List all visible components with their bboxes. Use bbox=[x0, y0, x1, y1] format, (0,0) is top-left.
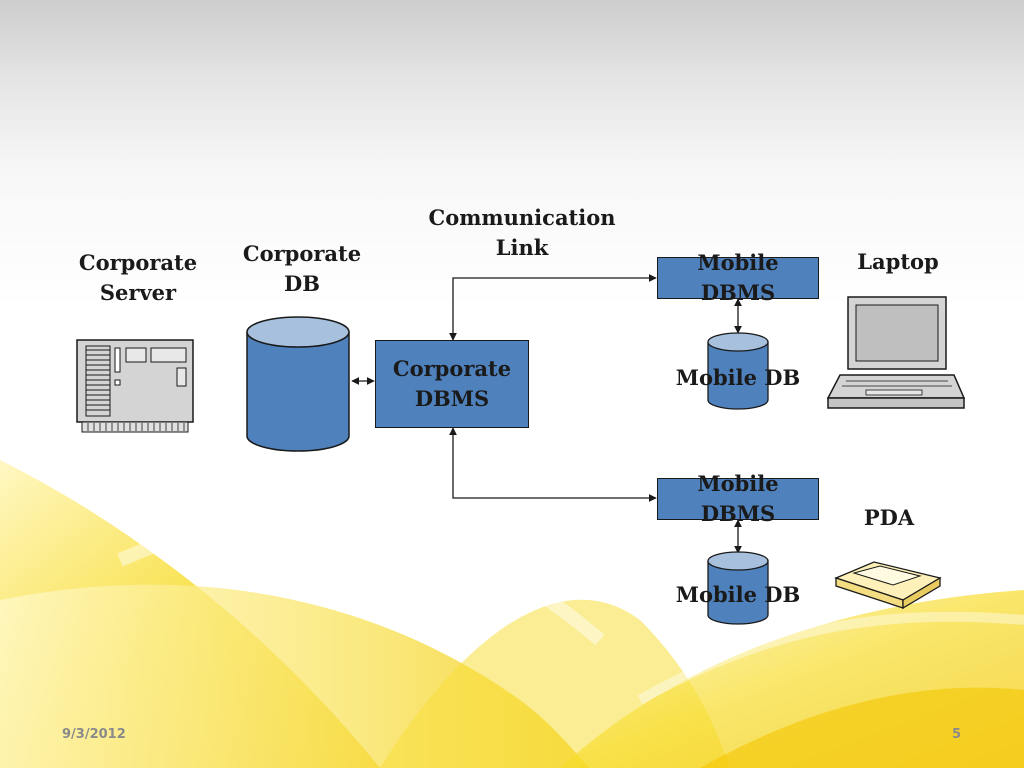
pda-label: PDA bbox=[863, 505, 915, 530]
corporate-server-label: Corporate Server bbox=[72, 248, 204, 308]
mobile-db-bottom-label: Mobile DB bbox=[675, 582, 801, 607]
corporate-server-label-line1: Corporate bbox=[78, 250, 198, 275]
mobile-dbms-bottom-label: Mobile DBMS bbox=[697, 471, 779, 526]
corporate-db-label: Corporate DB bbox=[236, 239, 368, 299]
communication-link-label: Communication Link bbox=[412, 203, 632, 263]
mobile-dbms-box-top: Mobile DBMS bbox=[657, 250, 819, 305]
footer-page-number: 5 bbox=[952, 727, 962, 742]
communication-link-bottom-arrow bbox=[449, 427, 657, 502]
corporate-dbms-box: Corporate DBMS bbox=[375, 340, 529, 428]
corporate-db-label-line1: Corporate bbox=[242, 241, 362, 266]
corporate-dbms-label-line1: Corporate bbox=[392, 356, 512, 381]
corporate-db-label-line2: DB bbox=[284, 271, 320, 296]
mobile-dbms-top-label: Mobile DBMS bbox=[697, 250, 779, 305]
communication-link-top-arrow bbox=[449, 274, 657, 341]
pda-icon bbox=[834, 561, 942, 610]
mobile-db-cylinder-top bbox=[707, 332, 769, 410]
mobile-db-top-label: Mobile DB bbox=[675, 365, 801, 390]
server-icon bbox=[76, 339, 194, 433]
corporate-dbms-label-line2: DBMS bbox=[414, 386, 490, 411]
footer-date: 9/3/2012 bbox=[62, 727, 126, 742]
mobile-db-cylinder-bottom bbox=[707, 551, 769, 625]
mobile-dbms-box-bottom: Mobile DBMS bbox=[657, 471, 819, 526]
laptop-label: Laptop bbox=[857, 249, 939, 274]
communication-link-label-line2: Link bbox=[495, 235, 549, 260]
laptop-icon bbox=[826, 296, 966, 409]
communication-link-label-line1: Communication bbox=[428, 205, 616, 230]
corporate-db-cylinder bbox=[246, 316, 350, 452]
corporate-server-label-line2: Server bbox=[99, 280, 177, 305]
